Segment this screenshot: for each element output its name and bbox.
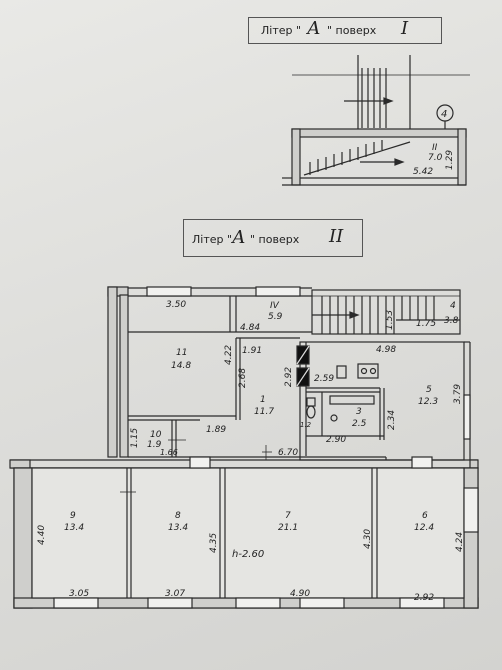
dim-4-24: 4.24 bbox=[455, 532, 465, 552]
dim-2-68: 2.68 bbox=[238, 368, 248, 388]
header-floor: I bbox=[401, 18, 409, 39]
dim-2-90: 2.90 bbox=[326, 435, 346, 445]
dim-2-34: 2.34 bbox=[387, 410, 397, 430]
room-8-num: 8 bbox=[175, 511, 181, 521]
dim-4-30: 4.30 bbox=[363, 529, 373, 549]
room-1-num: 1 bbox=[260, 395, 266, 405]
header-prefix: Літер " bbox=[261, 24, 302, 37]
dim-4-22: 4.22 bbox=[224, 345, 234, 365]
room-9-num: 9 bbox=[70, 511, 76, 521]
header-mid: " поверх bbox=[327, 24, 377, 37]
room-IV-num: ІV bbox=[270, 301, 280, 311]
room-11-num: 11 bbox=[176, 348, 187, 358]
room-6-num: 6 bbox=[422, 511, 428, 521]
stair-fragment bbox=[282, 55, 470, 186]
room-5-area: 12.3 bbox=[418, 397, 438, 407]
room-3-num: 3 bbox=[356, 407, 362, 417]
header-floor: II bbox=[329, 226, 344, 247]
header-prefix: Літер " bbox=[192, 233, 233, 246]
room-11-area: 14.8 bbox=[171, 361, 191, 371]
floor-2-header: Літер " А " поверх II bbox=[183, 219, 363, 257]
dim-3-50: 3.50 bbox=[166, 300, 186, 310]
stair-area: 7.0 bbox=[428, 153, 443, 163]
room-6-area: 12.4 bbox=[414, 523, 434, 533]
room-4-area: 3.8 bbox=[444, 316, 459, 326]
room-8-area: 13.4 bbox=[168, 523, 188, 533]
dim-4-98: 4.98 bbox=[376, 345, 396, 355]
stair-room-num: ІІ bbox=[432, 143, 438, 153]
stair-circle-num: 4 bbox=[441, 109, 447, 120]
room-5-num: 5 bbox=[426, 385, 432, 395]
floor-2-walls bbox=[9, 286, 479, 609]
dim-1-53: 1.53 bbox=[385, 310, 395, 330]
dim-6-70: 6.70 bbox=[278, 448, 298, 458]
room-7-area: 21.1 bbox=[278, 523, 298, 533]
header-letter: А bbox=[307, 18, 321, 39]
room-10-num: 10 bbox=[150, 430, 162, 440]
height-note: h-2.60 bbox=[232, 549, 264, 560]
room-2-area: 1.2 bbox=[300, 421, 312, 429]
dim-2-92: 2.92 bbox=[284, 367, 294, 387]
dim-3-05: 3.05 bbox=[69, 589, 89, 599]
dim-2-92b: 2.92 bbox=[414, 593, 434, 603]
dim-1-66: 1.66 bbox=[160, 448, 178, 457]
header-mid: " поверх bbox=[250, 233, 300, 246]
room-4-num: 4 bbox=[450, 301, 456, 311]
header-letter: А bbox=[232, 227, 246, 248]
room-7-num: 7 bbox=[285, 511, 291, 521]
room-3-area: 2.5 bbox=[352, 419, 367, 429]
dim-2-59: 2.59 bbox=[314, 374, 334, 384]
dim-1-91: 1.91 bbox=[242, 346, 262, 356]
dim-1-89: 1.89 bbox=[206, 425, 226, 435]
dim-1-75: 1.75 bbox=[416, 319, 436, 329]
dim-4-90: 4.90 bbox=[290, 589, 310, 599]
dim-1-15: 1.15 bbox=[130, 428, 140, 448]
dim-4-84: 4.84 bbox=[240, 323, 260, 333]
dim-4-40: 4.40 bbox=[37, 525, 47, 545]
room-10-area: 1.9 bbox=[147, 440, 162, 450]
floor-1-header: Літер " А " поверх I bbox=[248, 17, 442, 44]
dim-3-07: 3.07 bbox=[165, 589, 185, 599]
room-9-area: 13.4 bbox=[64, 523, 84, 533]
dim-3-79: 3.79 bbox=[453, 384, 463, 404]
stair-dim-h: 1.29 bbox=[445, 150, 455, 170]
room-IV-area: 5.9 bbox=[268, 312, 283, 322]
room-1-area: 11.7 bbox=[254, 407, 274, 417]
dim-4-35: 4.35 bbox=[209, 533, 219, 553]
stair-dim-len: 5.42 bbox=[413, 167, 433, 177]
